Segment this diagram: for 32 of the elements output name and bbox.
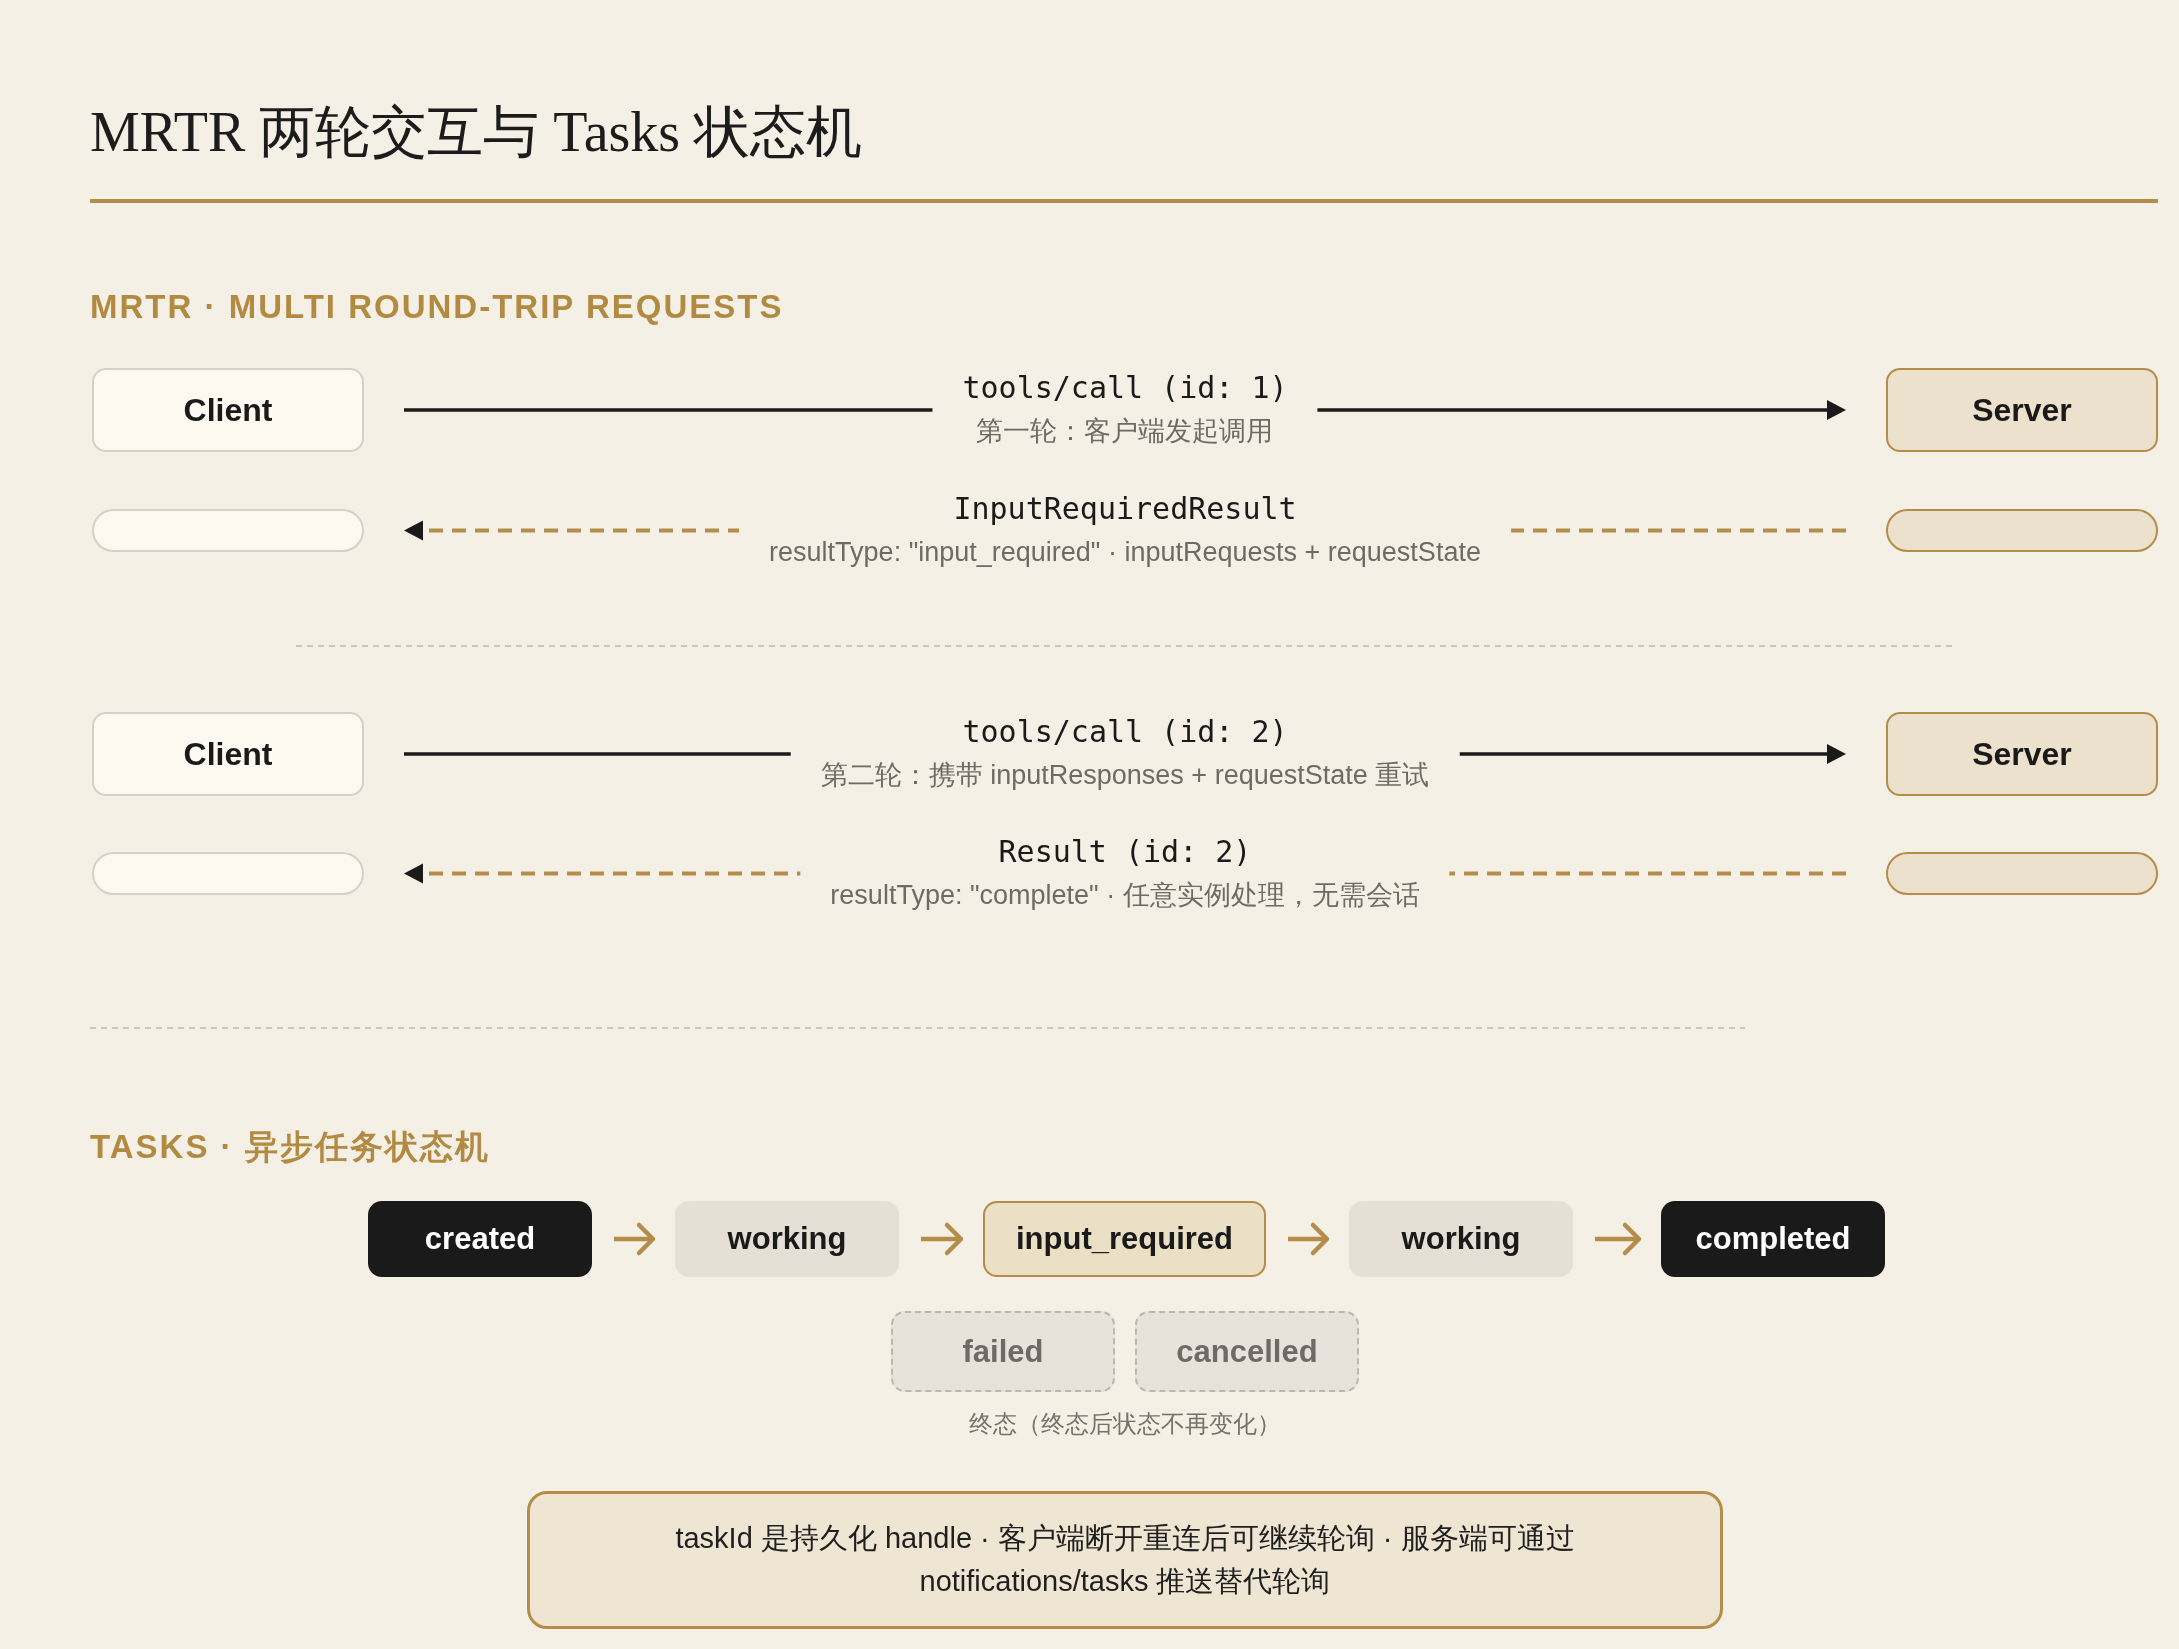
edge-label: tools/call (id: 1) xyxy=(962,369,1288,407)
participant-box: Client xyxy=(92,368,364,452)
edge-label: tools/call (id: 2) xyxy=(961,713,1289,751)
edge-label: InputRequiredResult xyxy=(952,489,1298,528)
arrow xyxy=(1595,1222,1642,1256)
participant-box: Server xyxy=(1886,712,2158,796)
participant-box: Server xyxy=(1886,368,2158,452)
state-box: completed xyxy=(1661,1201,1885,1277)
lane-pill xyxy=(1886,852,2158,895)
participant-box: Client xyxy=(92,712,364,796)
lane-pill xyxy=(1886,509,2158,552)
arrow xyxy=(614,1222,656,1256)
edge-note: 第一轮：客户端发起调用 xyxy=(975,415,1275,448)
state-box: cancelled xyxy=(1135,1311,1359,1392)
section-heading: MRTR · MULTI ROUND-TRIP REQUESTS xyxy=(90,287,784,327)
lane-pill xyxy=(92,852,364,895)
lane-pill xyxy=(92,509,364,552)
title: MRTR 两轮交互与 Tasks 状态机 xyxy=(90,100,863,164)
edge-label: Result (id: 2) xyxy=(997,832,1253,871)
state-box: working xyxy=(1349,1201,1573,1277)
arrow xyxy=(1288,1222,1330,1256)
arrow xyxy=(921,1222,964,1256)
caption: 终态（终态后状态不再变化） xyxy=(969,1409,1281,1439)
state-box: input_required xyxy=(983,1201,1266,1277)
state-box: created xyxy=(368,1201,592,1277)
state-box: failed xyxy=(891,1311,1115,1392)
note-box: taskId 是持久化 handle · 客户端断开重连后可继续轮询 · 服务端可通过 notifications/tasks 推送替代轮询 xyxy=(527,1491,1723,1629)
edge-note: 第二轮：携带 inputResponses + requestState 重试 xyxy=(820,759,1430,792)
edge-note: resultType: "input_required" · inputRequests + requestState xyxy=(769,535,1481,569)
section-heading: TASKS · 异步任务状态机 xyxy=(90,1127,490,1167)
state-box: working xyxy=(675,1201,899,1277)
edge-note: resultType: "complete" · 任意实例处理，无需会话 xyxy=(830,878,1420,912)
